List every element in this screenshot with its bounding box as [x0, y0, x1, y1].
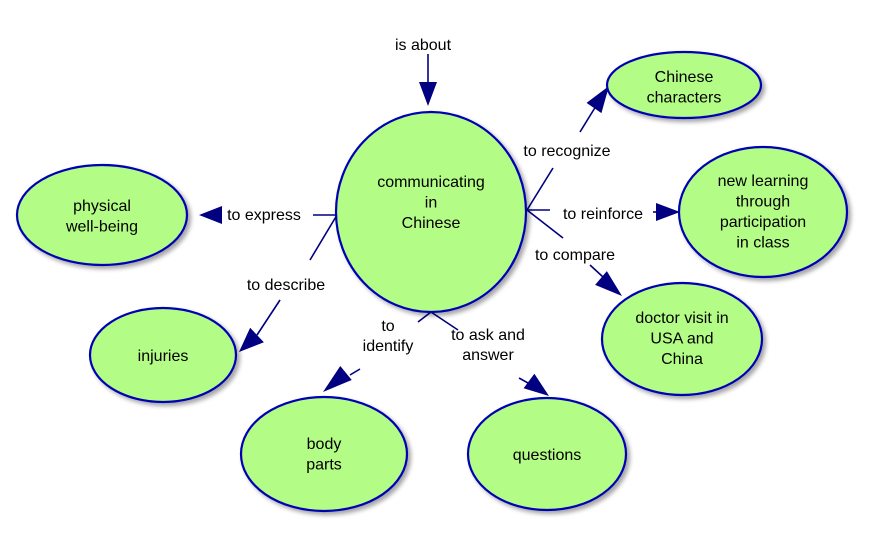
- concept-node-injuries[interactable]: injuries: [88, 306, 238, 404]
- link-to-recognize: [526, 86, 609, 211]
- concept-node-new-learning[interactable]: new learning through participation in class: [677, 145, 849, 279]
- connection-lines: [199, 54, 680, 396]
- linking-phrase-text: to reinforce: [563, 206, 643, 223]
- linking-phrase-is-about[interactable]: is about: [395, 37, 452, 54]
- concept-node-questions[interactable]: questions: [466, 396, 628, 512]
- link-to-identify: [323, 311, 432, 392]
- linking-phrase-text: is about: [395, 37, 452, 54]
- concept-label: well-being: [65, 219, 138, 236]
- concept-node-chinese-characters[interactable]: Chinese characters: [605, 50, 763, 120]
- linking-phrase-text: to compare: [535, 247, 615, 264]
- concept-node-body-parts[interactable]: body parts: [239, 395, 409, 513]
- concept-label: doctor visit in: [635, 310, 728, 327]
- concept-ellipse: [239, 395, 409, 513]
- connector-line: [589, 264, 604, 278]
- link-is-about: [419, 54, 437, 106]
- arrowhead-icon: [239, 327, 264, 352]
- concept-label: USA and: [650, 331, 713, 348]
- linking-phrase-to-identify[interactable]: to identify: [363, 318, 414, 355]
- arrowhead-icon: [323, 366, 352, 392]
- linking-phrase-to-reinforce[interactable]: to reinforce: [563, 206, 643, 223]
- concept-label: China: [661, 351, 703, 368]
- concept-ellipse: [466, 396, 628, 512]
- concept-ellipse: [334, 110, 528, 314]
- connector-line: [526, 209, 564, 239]
- linking-phrase-text: to recognize: [523, 143, 610, 160]
- connector-line: [309, 214, 338, 261]
- link-to-reinforce: [527, 203, 680, 221]
- concept-label: injuries: [138, 348, 189, 365]
- linking-phrase-to-compare[interactable]: to compare: [535, 247, 615, 264]
- concept-ellipse: [677, 145, 849, 279]
- concept-ellipse: [15, 163, 189, 267]
- linking-phrase-text: identify: [363, 338, 414, 355]
- connector-line: [526, 167, 554, 211]
- link-to-express: [199, 206, 337, 224]
- concept-label: through: [736, 194, 790, 211]
- concept-label: new learning: [718, 173, 809, 190]
- concept-label: Chinese: [402, 215, 461, 232]
- connector-line: [256, 299, 281, 336]
- concept-label: participation: [720, 214, 806, 231]
- arrowhead-icon: [595, 271, 622, 296]
- concept-node-physical-well-being[interactable]: physical well-being: [15, 163, 189, 267]
- linking-phrase-to-describe[interactable]: to describe: [247, 277, 325, 294]
- linking-phrase-text: answer: [462, 347, 514, 364]
- connector-line: [430, 311, 459, 331]
- linking-phrase-text: to: [381, 318, 394, 335]
- concept-label: Chinese: [655, 69, 714, 86]
- connector-line: [417, 311, 432, 323]
- concept-label: in: [425, 195, 437, 212]
- connector-line: [579, 105, 597, 133]
- arrowhead-icon: [419, 82, 437, 106]
- concept-label: questions: [513, 447, 582, 464]
- linking-phrase-text: to describe: [247, 277, 325, 294]
- link-to-compare: [526, 209, 622, 296]
- concept-nodes: communicatinginChineseChinesecharactersn…: [15, 50, 849, 513]
- concept-ellipse: [88, 306, 238, 404]
- linking-phrase-text: to express: [227, 207, 301, 224]
- concept-label: in class: [736, 235, 789, 252]
- concept-label: parts: [306, 457, 342, 474]
- concept-label: body: [307, 436, 342, 453]
- concept-ellipse: [605, 50, 763, 120]
- linking-phrase-text: to ask and: [451, 327, 525, 344]
- connector-line: [518, 377, 529, 384]
- link-to-ask-and-answer: [430, 311, 549, 396]
- arrowhead-icon: [523, 373, 549, 396]
- concept-ellipse: [600, 281, 764, 397]
- arrowhead-icon: [199, 206, 222, 224]
- link-to-describe: [239, 214, 338, 352]
- concept-label: physical: [73, 198, 131, 215]
- connector-line: [349, 368, 361, 376]
- linking-phrase-to-express[interactable]: to express: [227, 207, 301, 224]
- concept-label: communicating: [377, 174, 485, 191]
- concept-label: characters: [647, 90, 722, 107]
- arrowhead-icon: [656, 203, 680, 221]
- linking-phrase-to-recognize[interactable]: to recognize: [523, 143, 610, 160]
- linking-phrase-to-ask-and-answer[interactable]: to ask and answer: [451, 327, 525, 364]
- linking-phrases: is about to recognize to reinforce to compa…: [227, 37, 643, 364]
- arrowhead-icon: [586, 86, 609, 114]
